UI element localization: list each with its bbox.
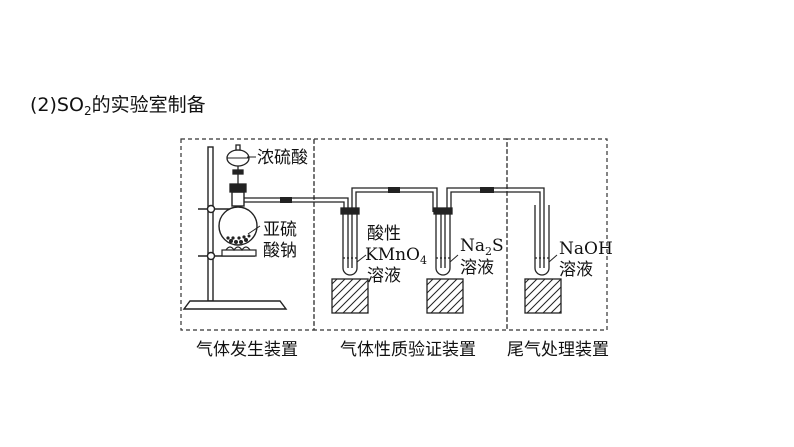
- section-frames: [180, 138, 608, 331]
- label-tube1-line3: 溶液: [367, 266, 401, 286]
- label-sodium-sulfite-2: 酸钠: [263, 241, 297, 261]
- caption-generation: 气体发生装置: [196, 340, 298, 360]
- label-conc-sulfuric-acid: 浓硫酸: [257, 148, 308, 168]
- label-tube2-line2: 溶液: [460, 258, 494, 278]
- test-tube-kmno4: [340, 207, 360, 276]
- glass-tubing: [244, 187, 545, 212]
- label-tube3-line1: NaOH: [559, 239, 613, 259]
- separatory-funnel: [226, 144, 250, 193]
- label-tube2-line1: Na2S: [460, 236, 504, 258]
- caption-verification: 气体性质验证装置: [340, 340, 476, 360]
- stand-block-3: [524, 278, 562, 314]
- heading: (2)SO2的实验室制备: [30, 94, 206, 118]
- label-sodium-sulfite-1: 亚硫: [263, 220, 297, 240]
- label-tube1-line2: KMnO4: [365, 245, 427, 267]
- label-tube1-line1: 酸性: [367, 224, 401, 244]
- caption-tail: 尾气处理装置: [507, 340, 609, 360]
- test-tube-na2s: [433, 207, 453, 276]
- frame-tail: [506, 138, 608, 331]
- leader-lines: [247, 156, 558, 263]
- round-bottom-flask: [218, 191, 258, 246]
- iron-stand: [182, 146, 288, 310]
- alcohol-lamp: [221, 246, 257, 257]
- label-tube3-line2: 溶液: [559, 260, 593, 280]
- stand-block-2: [426, 278, 464, 314]
- stand-block-1: [331, 278, 369, 314]
- frame-generation: [180, 138, 315, 331]
- test-tube-naoh: [534, 205, 550, 276]
- rubber-connectors: [280, 187, 494, 203]
